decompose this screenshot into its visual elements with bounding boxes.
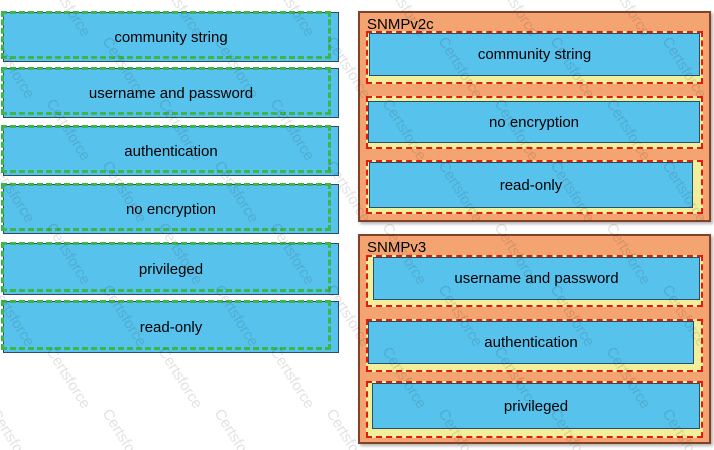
- snmpv3-drop-slot-1[interactable]: username and password: [366, 255, 703, 307]
- dropped-item-privileged[interactable]: privileged: [372, 383, 700, 429]
- dropped-item-username-password[interactable]: username and password: [373, 257, 700, 300]
- snmpv2c-drop-slot-1[interactable]: community string: [366, 31, 703, 84]
- snmpv3-panel-title: SNMPv3: [367, 239, 427, 256]
- watermark-text: Certsforce: [42, 344, 94, 412]
- watermark-text: Certsforce: [0, 406, 38, 450]
- snmpv2c-panel: SNMPv2c community string no encryption r…: [358, 11, 711, 222]
- drag-item-label: read-only: [139, 318, 203, 336]
- drag-item-label: community string: [114, 28, 228, 46]
- snmpv3-drop-slot-2[interactable]: authentication: [366, 319, 703, 372]
- watermark-text: Certsforce: [210, 406, 262, 450]
- watermark-text: Certsforce: [98, 406, 150, 450]
- snmpv3-panel: SNMPv3 username and password authenticat…: [358, 234, 711, 444]
- snmpv2c-panel-title: SNMPv2c: [367, 16, 434, 33]
- dropped-item-label: privileged: [503, 397, 569, 415]
- drag-item-privileged[interactable]: privileged: [1, 242, 339, 295]
- dropped-item-no-encryption[interactable]: no encryption: [368, 101, 700, 143]
- drag-item-username-password[interactable]: username and password: [1, 67, 339, 118]
- dropped-item-label: authentication: [484, 334, 578, 351]
- watermark-text: Certsforce: [154, 344, 206, 412]
- drag-item-no-encryption[interactable]: no encryption: [1, 183, 339, 234]
- dropped-item-label: read-only: [499, 176, 563, 194]
- dropped-item-authentication[interactable]: authentication: [368, 321, 694, 364]
- dropped-item-label: no encryption: [488, 113, 580, 131]
- drag-item-label: no encryption: [125, 200, 217, 218]
- dropped-item-community-string[interactable]: community string: [369, 33, 700, 76]
- drag-item-community-string[interactable]: community string: [1, 11, 339, 62]
- drag-item-authentication[interactable]: authentication: [1, 125, 339, 176]
- watermark-text: Certsforce: [266, 344, 318, 412]
- drag-item-read-only[interactable]: read-only: [1, 300, 339, 353]
- snmpv2c-drop-slot-3[interactable]: read-only: [366, 160, 703, 214]
- drag-item-label: username and password: [88, 84, 254, 102]
- snmpv3-drop-slot-3[interactable]: privileged: [366, 381, 703, 438]
- drag-item-label: authentication: [124, 142, 218, 160]
- drag-item-label: privileged: [138, 260, 204, 278]
- dropped-item-read-only[interactable]: read-only: [369, 162, 693, 208]
- dropped-item-label: community string: [477, 46, 592, 63]
- snmpv2c-drop-slot-2[interactable]: no encryption: [366, 96, 703, 149]
- dropped-item-label: username and password: [454, 270, 619, 287]
